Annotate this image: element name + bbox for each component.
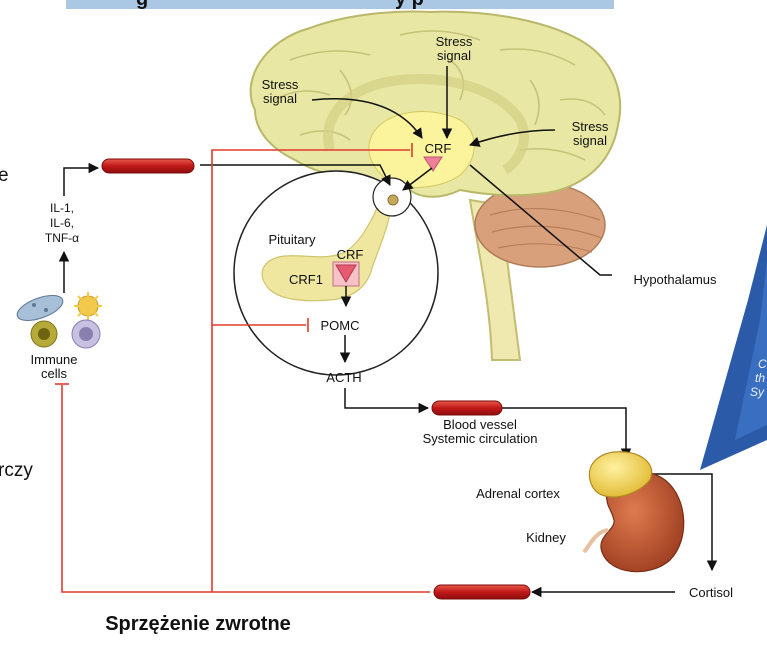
arrow-immune-top: [200, 164, 391, 186]
right-panel-text-1: C: [758, 357, 767, 371]
arrow-cytokines-up: [63, 162, 100, 196]
stress-top-line1: Stress: [436, 34, 473, 49]
arrow-adrenal-cortisol: [648, 473, 718, 572]
left-edge-text-2: rczy: [0, 460, 33, 481]
arrow-crf-to-pituitary: [402, 167, 433, 191]
cytokine-il6: IL-6,: [50, 216, 74, 230]
right-panel-text-2: th: [755, 371, 765, 385]
feedback-to-crf: [211, 149, 410, 592]
adrenal-shape: [588, 451, 653, 498]
arrow-stress-left: [311, 98, 423, 139]
arrow-hypothalamus-line: [469, 164, 612, 276]
right-panel-text-3: Sy: [750, 385, 765, 399]
stress-left-line2: signal: [263, 91, 297, 106]
crf1-label: CRF1: [289, 272, 323, 287]
adrenal-kidney: [582, 451, 685, 573]
immune-cell-2: [74, 292, 102, 320]
crf-receptor: [332, 261, 360, 287]
blood-vessels: [101, 158, 531, 600]
crf-label-brain: CRF: [425, 141, 452, 156]
cytokine-il1: IL-1,: [50, 201, 74, 215]
stress-top-line2: signal: [437, 48, 471, 63]
stress-left-line1: Stress: [262, 77, 299, 92]
title-fragment-2: y p: [395, 0, 424, 10]
vessel-cortisol: [433, 584, 531, 600]
vessel-immune: [101, 158, 195, 174]
pomc-label: POMC: [321, 318, 360, 333]
caption: Sprzężenie zwrotne: [105, 613, 291, 635]
feedback-lines: [55, 143, 430, 593]
immune-cell-1: [16, 295, 64, 321]
immune-cell-3: [30, 320, 58, 348]
cortisol-label: Cortisol: [689, 585, 733, 600]
vessel-label-line2: Systemic circulation: [423, 431, 538, 446]
crf-label-pituitary: CRF: [337, 247, 364, 262]
left-edge-text-1: e: [0, 165, 9, 186]
immune-label-line1: Immune: [31, 352, 78, 367]
pituitary-label: Pituitary: [269, 232, 316, 247]
acth-label: ACTH: [326, 370, 361, 385]
arrow-vessel-adrenal: [500, 407, 632, 460]
stress-right-line2: signal: [573, 133, 607, 148]
adrenal-cortex-label: Adrenal cortex: [476, 486, 560, 501]
immune-cells: [16, 292, 102, 349]
cytokine-tnf: TNF-α: [45, 231, 79, 245]
arrow-stress-right: [469, 129, 556, 147]
immune-label-line2: cells: [41, 366, 68, 381]
vessel-label-line1: Blood vessel: [443, 417, 517, 432]
arrow-acth-vessel: [344, 388, 430, 414]
crf-triangle-icon: [423, 156, 443, 172]
feedback-to-immune: [61, 385, 430, 593]
arrows: [58, 66, 718, 598]
labels: Stress signal Stress signal Stress signa…: [31, 34, 734, 635]
hypothalamus-label: Hypothalamus: [633, 272, 717, 287]
title-banner: g y p: [66, 0, 614, 10]
stress-right-line1: Stress: [572, 119, 609, 134]
immune-cell-4: [71, 319, 101, 349]
kidney-label: Kidney: [526, 530, 566, 545]
vessel-systemic: [431, 400, 503, 416]
title-fragment: g: [136, 0, 148, 10]
right-slide-panel: C th Sy: [700, 225, 767, 470]
